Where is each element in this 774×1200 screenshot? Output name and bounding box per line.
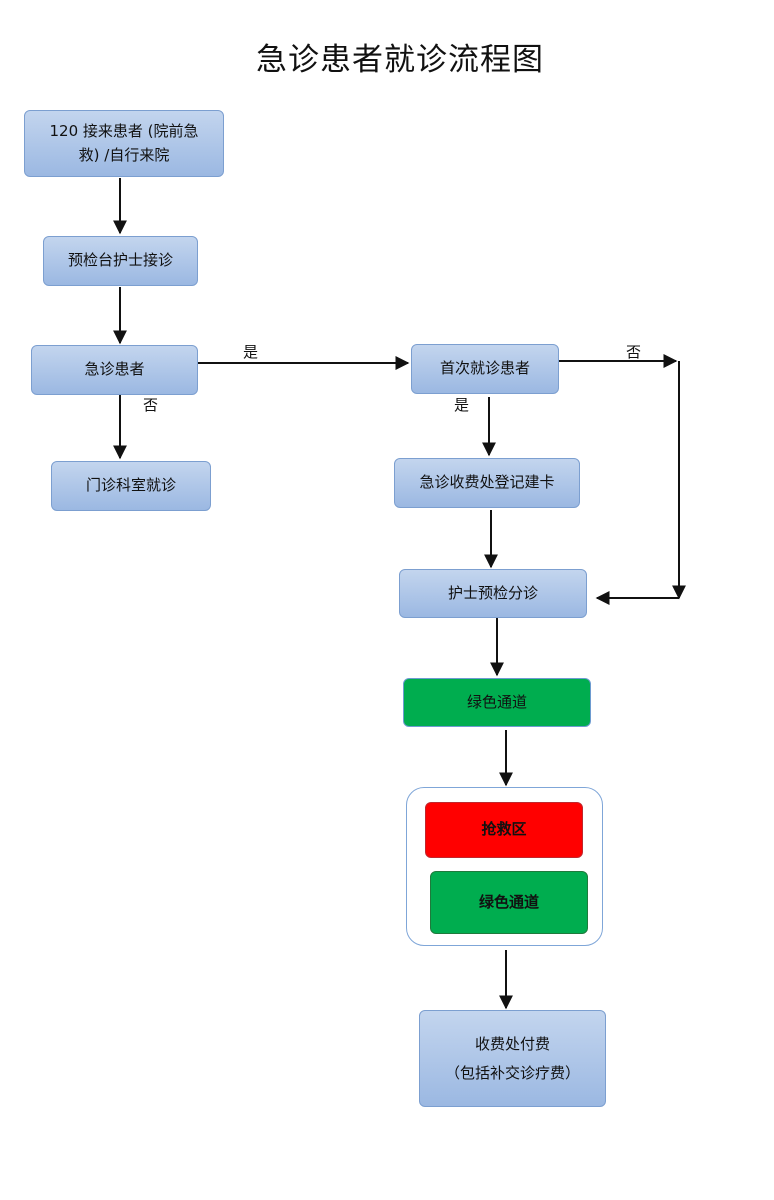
- first-visit-node: 首次就诊患者: [411, 344, 559, 394]
- edge-label-emergency-no: 否: [143, 396, 159, 414]
- edge-label-emergency-yes: 是: [243, 343, 259, 361]
- edge-label-firstvisit-no: 否: [626, 343, 642, 361]
- outpatient-dept-node: 门诊科室就诊: [51, 461, 211, 511]
- payment-line2: （包括补交诊疗费）: [444, 1063, 580, 1082]
- nurse-triage-node: 护士预检分诊: [399, 569, 587, 618]
- edge-label-firstvisit-yes: 是: [454, 396, 470, 414]
- green-channel-inner-node: 绿色通道: [430, 871, 588, 934]
- arrival-node: 120 接来患者 (院前急 救) /自行来院: [24, 110, 224, 177]
- payment-node: 收费处付费 （包括补交诊疗费）: [419, 1010, 606, 1107]
- arrival-line1: 120 接来患者 (院前急: [49, 122, 199, 141]
- payment-line1: 收费处付费: [474, 1035, 550, 1053]
- rescue-area-node: 抢救区: [425, 802, 583, 858]
- green-channel-node: 绿色通道: [403, 678, 591, 727]
- page-title: 急诊患者就诊流程图: [256, 42, 544, 78]
- precheck-desk-node: 预检台护士接诊: [43, 236, 198, 286]
- arrival-line2: 救) /自行来院: [78, 145, 170, 164]
- emergency-patient-node: 急诊患者: [31, 345, 198, 395]
- registration-node: 急诊收费处登记建卡: [394, 458, 580, 508]
